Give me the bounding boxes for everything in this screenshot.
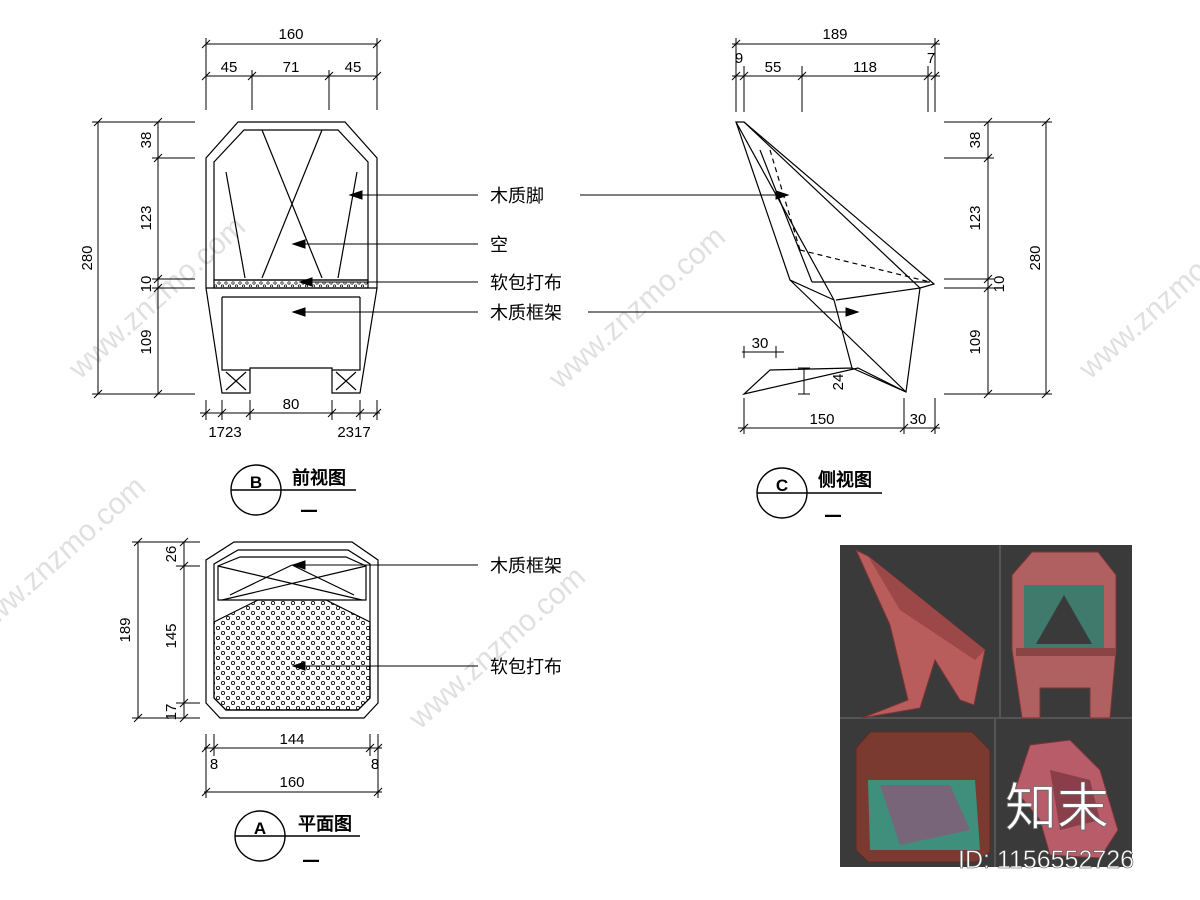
front-dim-total-height: 280 bbox=[79, 245, 96, 270]
side-chair-outline bbox=[735, 121, 936, 396]
front-dim-middle-width: 71 bbox=[283, 59, 300, 76]
plan-dim-total-width: 160 bbox=[279, 774, 304, 791]
side-dim-foot-height: 24 bbox=[830, 374, 847, 391]
front-dim-total-width: 160 bbox=[278, 26, 303, 43]
front-bottom-dimensions bbox=[200, 400, 382, 420]
plan-view-title-block: A 平面图 — bbox=[234, 810, 360, 871]
plan-callout-wood-frame: 木质框架 bbox=[490, 556, 562, 577]
front-view-title-block: B 前视图 — bbox=[230, 464, 356, 521]
render-preview-panel: 知末 ID: 1156552726 bbox=[840, 545, 1134, 874]
plan-dim-top-depth: 26 bbox=[163, 546, 180, 563]
asset-id-label: ID: 1156552726 bbox=[958, 846, 1134, 874]
side-bottom-dimensions bbox=[738, 346, 940, 434]
front-dim-seat-height: 10 bbox=[138, 276, 155, 293]
callout-wood-leg: 木质脚 bbox=[490, 186, 544, 207]
side-view-title: 侧视图 bbox=[818, 469, 872, 491]
side-view-title-block: C 侧视图 — bbox=[756, 467, 882, 526]
plan-callout-leaders bbox=[291, 560, 478, 671]
front-view-scale: — bbox=[300, 500, 318, 521]
front-left-dimensions bbox=[92, 117, 195, 399]
side-dim-lower-height: 109 bbox=[967, 329, 984, 354]
side-dim-seat-height: 10 bbox=[991, 276, 1008, 293]
callout-wood-frame: 木质框架 bbox=[490, 303, 562, 324]
side-dim-b: 55 bbox=[765, 59, 782, 76]
side-dim-toe-length: 30 bbox=[910, 411, 927, 428]
front-dim-lower-height: 109 bbox=[138, 329, 155, 354]
plan-view-scale: — bbox=[302, 850, 320, 871]
side-dim-c: 118 bbox=[853, 59, 877, 76]
brand-logo: 知末 bbox=[1005, 779, 1109, 839]
side-dim-d: 7 bbox=[927, 50, 935, 67]
plan-dim-left-margin: 8 bbox=[210, 756, 218, 773]
plan-view-drawing bbox=[205, 541, 379, 719]
callout-leaders bbox=[291, 190, 860, 317]
plan-dim-right-margin: 8 bbox=[371, 756, 379, 773]
plan-view-marker: A bbox=[254, 819, 266, 838]
plan-outline bbox=[205, 541, 379, 719]
front-view-drawing bbox=[205, 121, 378, 394]
side-dim-top-height: 38 bbox=[967, 132, 984, 149]
front-view-title: 前视图 bbox=[292, 467, 346, 489]
watermark: www.znzmo.com bbox=[62, 210, 252, 386]
plan-dim-bottom-depth: 17 bbox=[163, 704, 180, 721]
watermark: www.znzmo.com bbox=[542, 220, 732, 396]
front-view-marker: B bbox=[250, 473, 262, 492]
side-dim-upper-height: 123 bbox=[967, 205, 984, 230]
plan-view-title: 平面图 bbox=[298, 814, 352, 835]
side-dim-base-length: 150 bbox=[809, 411, 834, 428]
front-chair-outline bbox=[205, 121, 378, 394]
side-dim-foot-width: 30 bbox=[752, 335, 769, 352]
front-dim-right-leg: 2317 bbox=[337, 424, 370, 441]
plan-bottom-dimensions bbox=[201, 734, 383, 798]
front-dim-top-height: 38 bbox=[138, 132, 155, 149]
front-seat-cushion bbox=[213, 279, 369, 289]
side-dim-total-depth: 189 bbox=[822, 26, 847, 43]
side-view-scale: — bbox=[824, 505, 842, 526]
watermark: www.znzmo.com bbox=[402, 560, 592, 736]
plan-dim-middle-depth: 145 bbox=[163, 623, 180, 648]
front-dim-left-leg: 1723 bbox=[208, 424, 241, 441]
side-dim-a: 9 bbox=[735, 50, 743, 67]
front-top-dimensions bbox=[201, 38, 382, 110]
side-right-dimensions bbox=[944, 117, 1052, 399]
side-view-drawing bbox=[735, 121, 936, 396]
callout-hollow: 空 bbox=[490, 235, 508, 256]
front-dim-right-width: 45 bbox=[345, 59, 362, 76]
front-dim-left-width: 45 bbox=[221, 59, 238, 76]
side-top-dimensions bbox=[731, 38, 940, 112]
callout-upholstery: 软包打布 bbox=[490, 273, 562, 294]
plan-dim-total-depth: 189 bbox=[117, 617, 134, 642]
plan-cushion bbox=[213, 599, 371, 711]
front-dim-leg-gap: 80 bbox=[283, 396, 300, 413]
watermark: www.znzmo.com bbox=[1072, 210, 1200, 386]
front-dim-upper-height: 123 bbox=[138, 205, 155, 230]
side-dim-total-height: 280 bbox=[1027, 245, 1044, 270]
plan-callout-upholstery: 软包打布 bbox=[490, 657, 562, 678]
plan-left-dimensions bbox=[132, 537, 200, 723]
plan-dim-inner-width: 144 bbox=[279, 731, 304, 748]
side-view-marker: C bbox=[776, 476, 788, 495]
